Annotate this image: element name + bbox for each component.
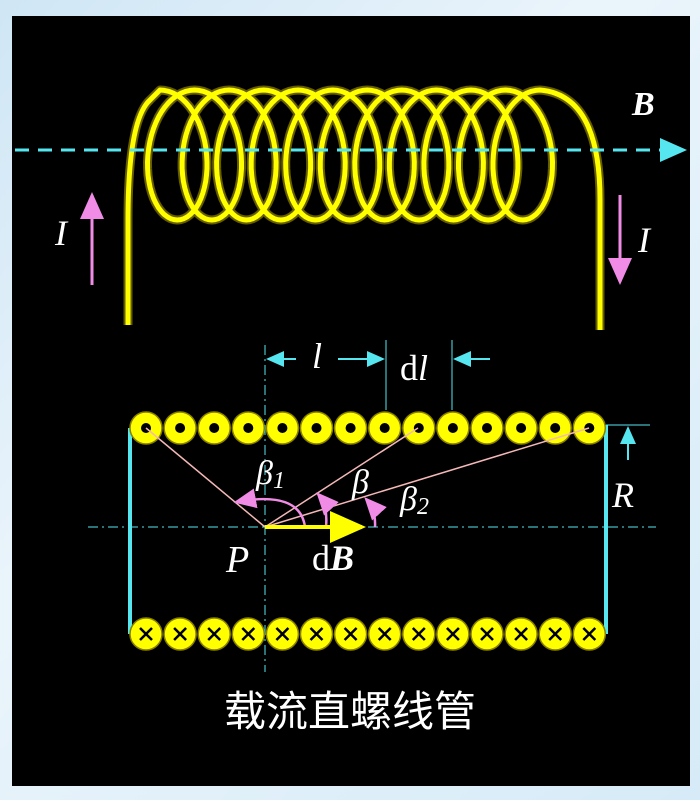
dot-symbol-icon	[413, 423, 424, 433]
radius-label: R	[611, 475, 634, 515]
angle-arc-beta1	[233, 488, 307, 528]
angle-arc-beta2	[364, 497, 387, 528]
caption: 载流直螺线管	[224, 690, 476, 736]
coil-cross-section	[129, 411, 607, 651]
dl-label: dl	[400, 348, 428, 388]
cross-symbol-icon	[173, 627, 187, 641]
dot-symbol-icon	[311, 423, 322, 433]
dot-symbol-icon	[175, 423, 186, 433]
dot-symbol-icon	[482, 423, 492, 433]
dot-symbol-icon	[277, 423, 288, 433]
dot-symbol-icon	[379, 423, 390, 433]
dot-symbol-icon	[209, 423, 220, 433]
cross-symbol-icon	[241, 627, 256, 641]
dot-symbol-icon	[345, 423, 356, 433]
cross-symbol-icon	[343, 627, 358, 641]
dot-symbol-icon	[447, 423, 458, 433]
dot-symbol-icon	[243, 423, 254, 433]
cross-symbol-icon	[480, 627, 494, 641]
current-label-right: I	[637, 220, 652, 260]
beta1-label: β1	[255, 455, 285, 494]
dot-symbol-icon	[550, 423, 561, 433]
point-label: P	[225, 539, 249, 581]
cross-symbol-icon	[377, 627, 392, 641]
angle-arc-beta	[316, 492, 339, 528]
length-label: l	[312, 336, 322, 376]
beta2-label: β2	[399, 481, 429, 520]
cross-symbol-icon	[275, 627, 290, 641]
radius-line-beta	[264, 427, 419, 528]
coil-wire	[125, 87, 603, 330]
cross-symbol-icon	[548, 627, 563, 641]
dB-label: dB	[312, 538, 354, 578]
cross-symbol-icon	[582, 627, 597, 641]
cross-symbol-icon	[207, 627, 222, 641]
dot-symbol-icon	[516, 423, 527, 433]
current-label-left: I	[54, 213, 69, 253]
beta-label: β	[351, 464, 369, 501]
dot-symbol-icon	[584, 423, 595, 433]
field-label: B	[631, 86, 655, 123]
cross-symbol-icon	[309, 627, 324, 641]
helical-coil	[123, 85, 605, 330]
cross-symbol-icon	[139, 627, 153, 641]
cross-symbol-icon	[411, 627, 426, 641]
cross-symbol-icon	[446, 627, 460, 641]
radius-line-beta1	[145, 427, 266, 528]
cross-symbol-icon	[514, 627, 528, 641]
diagram-panel	[12, 16, 690, 786]
